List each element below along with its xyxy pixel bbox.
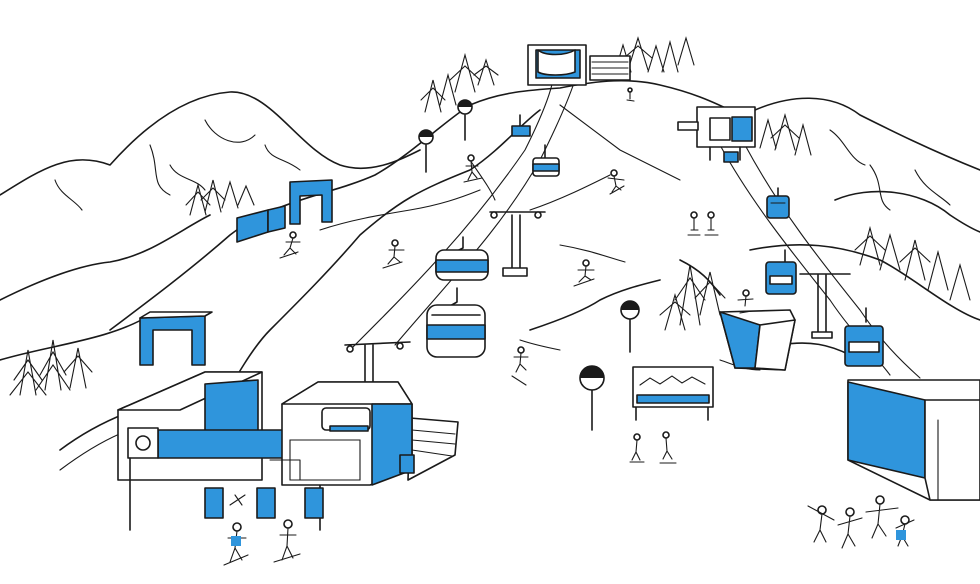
lift-tower-right [799, 273, 851, 339]
skier [607, 169, 625, 195]
gondola-cabin [532, 144, 560, 177]
jump-ramp [719, 309, 796, 371]
skier [659, 431, 677, 464]
gondola-cabin [766, 187, 790, 219]
background-mountains [0, 91, 980, 301]
pine-tree-group-center-left [185, 179, 255, 216]
pine-tree-group-mid-right [659, 264, 726, 331]
skier [463, 154, 483, 183]
trail-marker-sign [620, 300, 640, 353]
skier [865, 495, 899, 539]
trail-marker-sign [418, 129, 434, 173]
trail-markers [418, 99, 640, 431]
trail-marker-sign [457, 99, 473, 141]
skier [807, 505, 835, 543]
skier [273, 519, 301, 563]
skier [687, 211, 701, 236]
pine-tree-group-right [759, 112, 971, 301]
skier [279, 231, 301, 259]
pine-tree-group-left [9, 339, 93, 396]
start-gate-upper [236, 179, 333, 243]
skier [895, 515, 915, 547]
skier [382, 239, 405, 269]
lift-tower-middle [489, 211, 546, 277]
pine-tree-group-top [420, 52, 499, 113]
people [223, 87, 915, 566]
gondola-cabin [426, 287, 486, 358]
gondola-cabins [426, 114, 884, 367]
skier [511, 346, 529, 386]
skier [629, 433, 645, 463]
start-gate-lower [139, 311, 213, 366]
snowboarder [737, 289, 754, 314]
gondola-cabin [765, 249, 797, 295]
trail-marker-sign [579, 365, 605, 431]
skier [223, 522, 249, 566]
summit-station [527, 44, 631, 86]
skier [573, 259, 595, 287]
trail-map-board [632, 366, 714, 421]
gondola-cabin [435, 236, 489, 281]
skier [704, 211, 719, 236]
lift-tower-lower [344, 341, 411, 386]
pine-trees [9, 36, 971, 396]
chairlift-chair [511, 114, 531, 137]
base-gondola-station [269, 381, 459, 486]
skier [837, 507, 863, 549]
base-station-right [847, 379, 980, 501]
gondola-cabin [844, 307, 884, 367]
skier [626, 87, 635, 102]
upper-right-lift-station [677, 106, 756, 163]
